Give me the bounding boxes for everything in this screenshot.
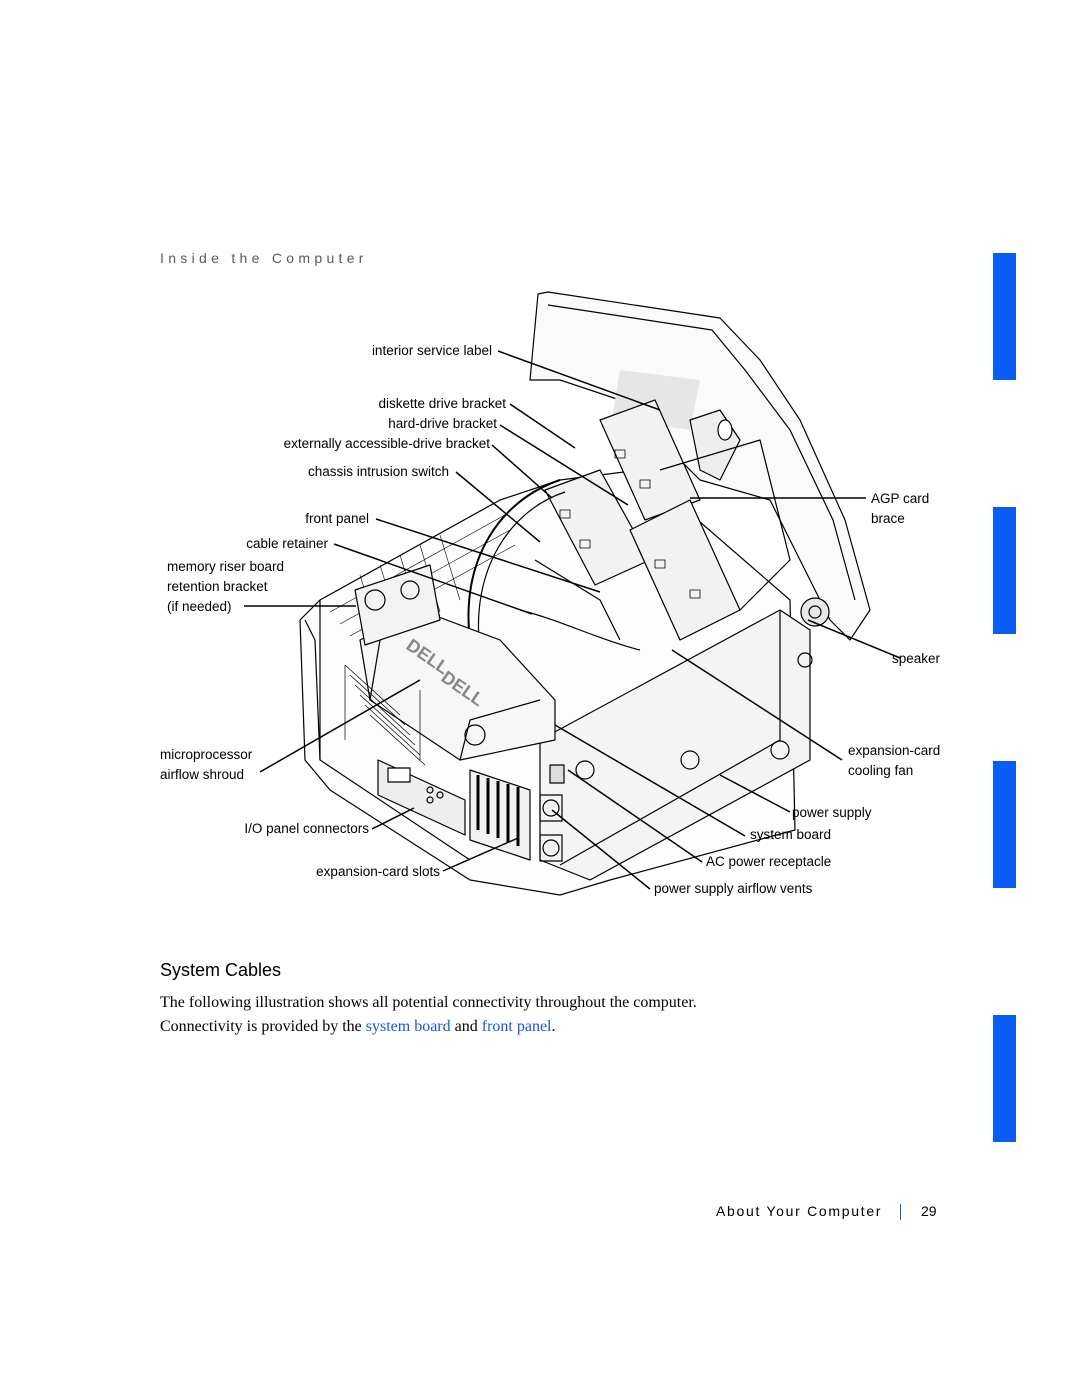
label-agp-card-line2: brace: [871, 511, 905, 526]
chapter-tab-1: [993, 253, 1016, 380]
drive-bracket-2: [599, 399, 701, 521]
label-agp-card-line1: AGP card: [871, 491, 930, 506]
label-hard-drive-bracket: hard-drive bracket: [388, 416, 497, 431]
paragraph-text: The following illustration shows all pot…: [160, 994, 697, 1035]
label-system-board: system board: [750, 827, 832, 842]
chapter-tab-2: [993, 507, 1016, 634]
speaker-shape: [800, 597, 830, 627]
paragraph-text-end: .: [551, 1018, 556, 1035]
label-ac-power-receptacle: AC power receptacle: [706, 854, 832, 869]
expansion-card-slots: [469, 769, 531, 861]
label-memory-riser-line2: retention bracket: [167, 579, 268, 594]
label-speaker: speaker: [892, 651, 941, 666]
paragraph-text-and: and: [450, 1018, 482, 1035]
label-interior-service-label: interior service label: [371, 343, 492, 358]
label-microprocessor-line1: microprocessor: [160, 747, 253, 762]
chapter-tab-3: [993, 761, 1016, 888]
label-expansion-card-slots: expansion-card slots: [316, 864, 440, 879]
front-panel-link[interactable]: front panel: [481, 1018, 552, 1035]
section-heading: System Cables: [160, 960, 282, 980]
label-microprocessor-line2: airflow shroud: [160, 767, 245, 782]
label-io-panel-connectors: I/O panel connectors: [244, 821, 369, 836]
label-expansion-card-fan-line2: cooling fan: [848, 763, 914, 778]
label-diskette-drive-bracket: diskette drive bracket: [378, 396, 506, 411]
chapter-tab-4: [993, 1015, 1016, 1142]
label-externally-accessible-drive-bracket: externally accessible-drive bracket: [283, 436, 490, 451]
page-number: 29: [921, 1203, 937, 1219]
footer-section-title: About Your Computer: [716, 1203, 883, 1219]
section-title: Inside the Computer: [160, 250, 368, 266]
label-power-supply-airflow-vents: power supply airflow vents: [654, 881, 813, 896]
computer-interior-illustration: DELL DELL: [244, 291, 901, 896]
psu-vents: [539, 794, 563, 862]
label-expansion-card-fan-line1: expansion-card: [848, 743, 941, 758]
footer-separator: [900, 1204, 901, 1220]
label-memory-riser-line1: memory riser board: [167, 559, 285, 574]
label-power-supply: power supply: [792, 805, 872, 820]
body-paragraph: The following illustration shows all pot…: [160, 991, 760, 1039]
label-cable-retainer: cable retainer: [246, 536, 328, 551]
label-front-panel: front panel: [305, 511, 369, 526]
label-memory-riser-line3: (if needed): [167, 599, 232, 614]
label-chassis-intrusion-switch: chassis intrusion switch: [307, 464, 449, 479]
system-board-link[interactable]: system board: [365, 1018, 451, 1035]
